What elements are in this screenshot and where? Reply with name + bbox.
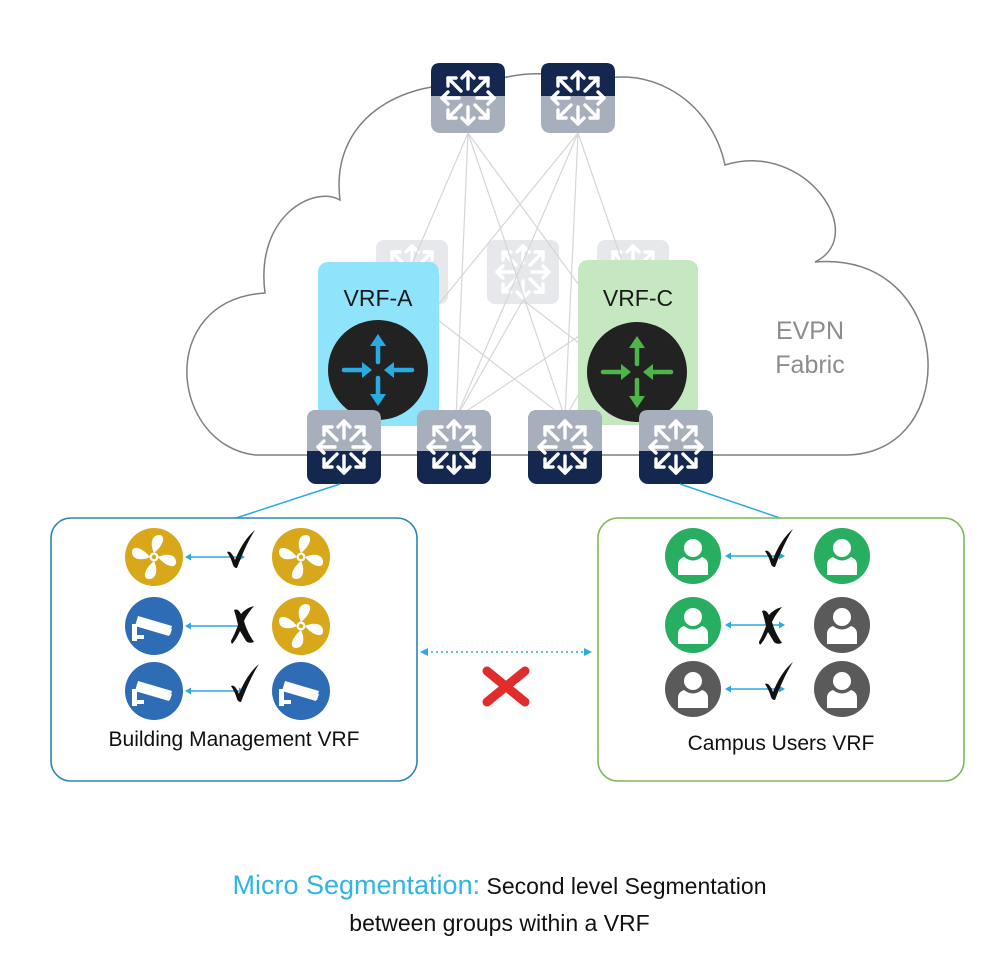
caption-accent: Micro Segmentation:: [232, 870, 481, 900]
allow-check-icon: [227, 530, 255, 568]
campus-users-vrf-box: [597, 517, 965, 782]
user-green-icon: [814, 528, 870, 584]
campus-uplink: [679, 483, 781, 519]
vrf-a-label: VRF-A: [343, 285, 413, 311]
inter-vrf-link: [420, 648, 592, 656]
building-management-vrf-label: Building Management VRF: [108, 728, 360, 751]
leaf-switch-icon: [417, 410, 491, 484]
vrf-a-box: [318, 262, 439, 426]
allow-check-icon: [765, 529, 793, 567]
camera-icon: [125, 597, 183, 655]
fan-icon: [272, 597, 330, 655]
campus-row: [665, 528, 870, 584]
vrf-a-router-icon: [328, 320, 428, 420]
spine-switch-icon: [431, 63, 505, 133]
user-green-icon: [665, 528, 721, 584]
vrf-c-router-icon: [587, 322, 687, 422]
building-row: [125, 528, 330, 586]
building-uplink: [235, 483, 341, 519]
user-gray-icon: [814, 597, 870, 653]
camera-icon: [125, 662, 183, 720]
inter-vrf-deny-icon: [482, 666, 530, 707]
building-management-vrf-box: [50, 517, 418, 782]
bidirectional-arrow-icon: [724, 620, 786, 630]
spine-switch-icon: [541, 63, 615, 133]
vrf-c-label: VRF-C: [602, 285, 674, 311]
deny-x-icon: [231, 606, 254, 644]
fabric-label-line2: Fabric: [775, 351, 845, 379]
user-gray-icon: [665, 661, 721, 717]
caption-line1-text: Second level Segmentation: [486, 873, 767, 899]
user-green-icon: [665, 597, 721, 653]
fan-icon: [272, 528, 330, 586]
fan-icon: [125, 528, 183, 586]
building-row: [125, 662, 330, 720]
vrf-c-box: [578, 260, 698, 425]
campus-users-vrf-label: Campus Users VRF: [687, 732, 875, 755]
building-row: [125, 597, 330, 655]
allow-check-icon: [231, 664, 259, 702]
user-gray-icon: [814, 661, 870, 717]
leaf-switch-icon: [528, 410, 602, 484]
fabric-label-line1: EVPN: [775, 317, 845, 345]
leaf-switch-icon: [639, 410, 713, 484]
allow-check-icon: [765, 662, 793, 700]
camera-icon: [272, 662, 330, 720]
leaf-switch-icon: [307, 410, 381, 484]
fabric-label: EVPN Fabric: [755, 314, 865, 382]
bidirectional-arrow-icon: [184, 621, 246, 631]
caption-line2: between groups within a VRF: [349, 910, 650, 936]
campus-row: [665, 661, 870, 717]
caption-line1: Micro Segmentation: Second level Segment…: [0, 870, 999, 901]
deny-x-icon: [759, 607, 782, 645]
campus-row: [665, 597, 870, 653]
